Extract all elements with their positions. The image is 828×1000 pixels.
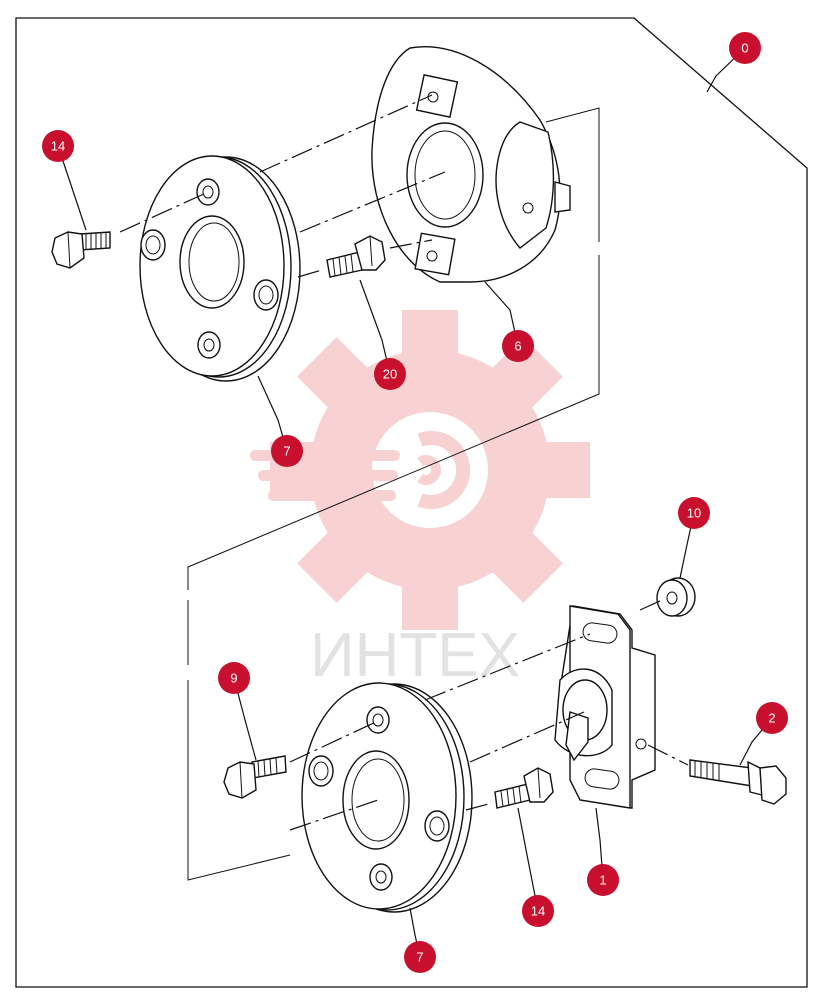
diagram-frame <box>15 17 808 988</box>
svg-text:1: 1 <box>599 873 606 888</box>
axis-line-upper-4 <box>297 269 323 278</box>
svg-text:14: 14 <box>531 904 545 919</box>
svg-text:2: 2 <box>768 711 775 726</box>
callout-7-bottom: 7 <box>404 941 436 973</box>
part-9-bolt <box>223 755 287 799</box>
svg-text:0: 0 <box>741 41 748 56</box>
part-7-disc-top <box>139 155 301 382</box>
callout-14-bottom: 14 <box>522 895 554 927</box>
callout-14-top: 14 <box>42 130 74 162</box>
callout-9: 9 <box>218 662 250 694</box>
watermark-logo: ИНТЕХ <box>250 310 590 690</box>
watermark-brand-text: ИНТЕХ <box>310 621 520 690</box>
axis-line-lower-6 <box>465 802 493 811</box>
svg-text:7: 7 <box>416 950 423 965</box>
part-2-bolt-long <box>689 759 787 805</box>
axis-line-lower-7 <box>647 744 689 766</box>
svg-text:20: 20 <box>383 367 397 382</box>
part-14-bolt-top <box>51 231 111 269</box>
svg-text:9: 9 <box>230 671 237 686</box>
callout-1: 1 <box>587 864 619 896</box>
lower-assembly-boundary <box>187 600 291 881</box>
axis-line-lower-3 <box>639 599 663 611</box>
axis-line-upper-5 <box>389 239 433 249</box>
part-7-disc-bottom <box>301 682 473 913</box>
callout-0: 0 <box>729 32 761 64</box>
callout-2: 2 <box>756 702 788 734</box>
part-14-bolt-bottom <box>494 767 554 809</box>
svg-text:10: 10 <box>687 506 701 521</box>
leader-14-bottom <box>517 807 539 912</box>
svg-text:14: 14 <box>51 139 65 154</box>
part-6-coupling-hub <box>371 46 571 283</box>
callout-10: 10 <box>678 497 710 529</box>
axis-line-lower-5 <box>289 799 379 831</box>
axis-line-lower-1 <box>289 721 377 763</box>
svg-text:6: 6 <box>514 339 521 354</box>
axis-line-upper-3 <box>299 171 446 233</box>
callout-20: 20 <box>374 358 406 390</box>
part-10-washer <box>656 577 696 617</box>
callout-7-top: 7 <box>271 435 303 467</box>
part-1-bracket <box>554 605 656 809</box>
upper-assembly-boundary <box>187 107 600 590</box>
axis-line-lower-4 <box>469 711 585 763</box>
axis-line-lower-2 <box>424 633 591 701</box>
axis-line-upper-1 <box>119 192 207 233</box>
callout-6: 6 <box>502 330 534 362</box>
axis-line-upper-2 <box>259 94 433 173</box>
svg-text:7: 7 <box>283 444 290 459</box>
part-20-screw <box>326 235 386 278</box>
